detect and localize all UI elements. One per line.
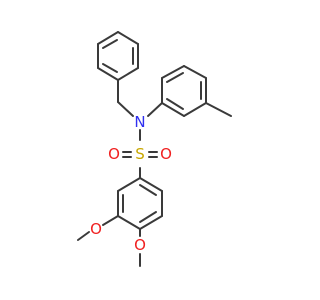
bond [139,184,157,196]
nitrogen-atom: N [134,113,145,131]
dimethoxyphenyl-ring [117,177,163,230]
bond [117,31,139,45]
methoxy-oxygen-3: O [90,220,102,238]
bond [166,72,184,83]
bond [117,215,141,230]
bond [117,101,134,117]
bond [117,67,139,81]
bond [102,63,118,73]
bond [97,31,119,45]
bond [117,177,141,192]
bond [139,177,163,192]
bond [77,231,90,241]
bond [139,211,157,223]
bond [166,98,184,110]
bond [183,102,207,117]
bond [183,65,207,79]
tolyl-ring [161,65,207,117]
sulfonyl-oxygen-right: O [160,145,172,163]
bond [205,102,232,117]
bond [139,215,163,230]
bond [147,102,163,117]
bond [97,67,119,81]
bond [161,65,185,79]
sulfonyl-oxygen-left: O [108,145,120,163]
sulfur-atom: S [135,145,145,163]
bond [102,39,118,49]
benzyl-ring [97,31,139,81]
bond [161,102,185,117]
chemical-structure-diagram: N S O O O O [77,31,232,267]
structure-canvas: N S O O O O [77,31,232,267]
bond [102,215,119,226]
methoxy-oxygen-4: O [134,236,146,254]
